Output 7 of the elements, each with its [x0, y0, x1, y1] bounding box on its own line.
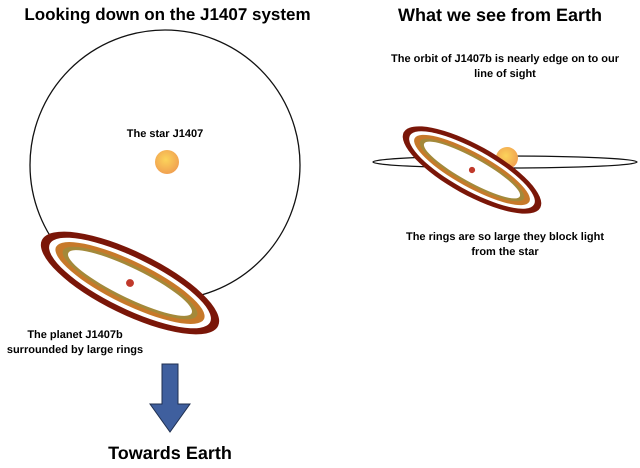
direction-label: Towards Earth — [107, 442, 233, 465]
heading: What we see from Earth — [396, 4, 604, 27]
star-label: The star J1407 — [126, 127, 204, 142]
note-text: The orbit of J1407b is nearly edge on to our line of sight — [390, 52, 620, 82]
planet-label: The planet J1407b surrounded by large rings — [6, 328, 144, 358]
note-text: The rings are so large they block light from the star — [404, 230, 606, 260]
heading: Looking down on the J1407 system — [23, 4, 312, 26]
